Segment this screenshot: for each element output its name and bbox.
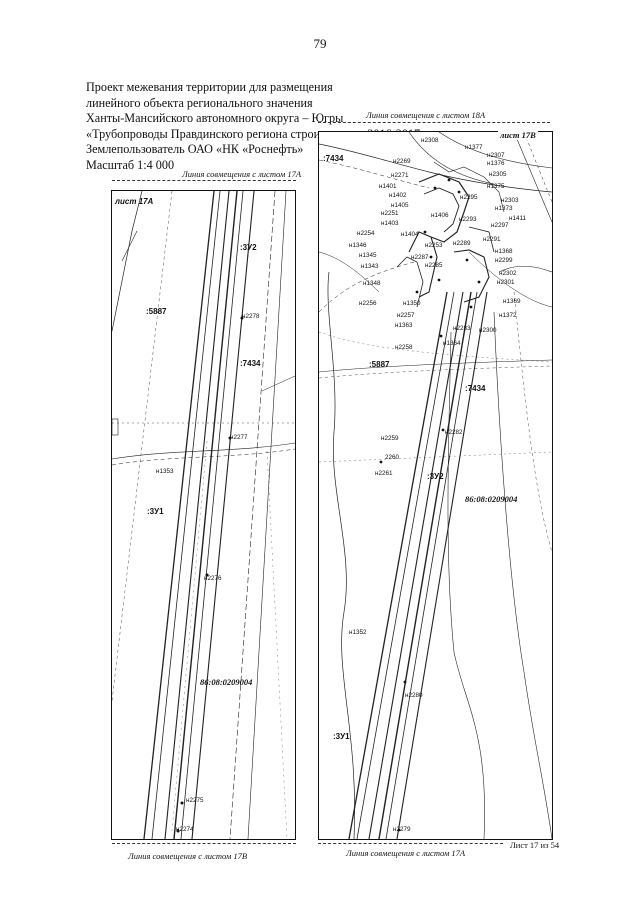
point-label: н1406 (431, 212, 449, 219)
cadastral-block-label: 86:08:0209004 (465, 494, 518, 504)
parcel-label: :3У2 (240, 243, 257, 252)
match-line-top-right (318, 122, 550, 123)
point-label: н2258 (395, 344, 413, 351)
point-label: н1401 (379, 183, 397, 190)
point-label: н2302 (499, 270, 517, 277)
point-label: н2283 (453, 325, 471, 332)
point-label: н2295 (460, 194, 478, 201)
point-label: н2300 (479, 327, 497, 334)
match-line-top-left (112, 180, 296, 181)
sheet-count: Лист 17 из 54 (510, 840, 560, 850)
point-label: н2274 (176, 826, 194, 833)
map-drawing-left (112, 191, 295, 839)
point-label: н1350 (403, 300, 421, 307)
point-label: н1375 (487, 183, 505, 190)
point-label: н2276 (204, 575, 222, 582)
point-label: н2287 (411, 254, 429, 261)
point-label: н2257 (397, 312, 415, 319)
point-label: н2282 (445, 429, 463, 436)
point-label: н1353 (156, 468, 174, 475)
point-label: н2293 (459, 216, 477, 223)
point-label: н1343 (361, 263, 379, 270)
point-label: н2289 (453, 240, 471, 247)
parcel-label: :3У1 (147, 507, 164, 516)
point-label: н2259 (381, 435, 399, 442)
point-label: н1377 (465, 144, 483, 151)
parcel-label: :3У2 (427, 472, 444, 481)
point-label: н1402 (389, 192, 407, 199)
map-drawing-right (319, 132, 552, 839)
point-label: 2260 (385, 454, 400, 461)
point-label: н1411 (509, 215, 527, 222)
point-label: н1346 (349, 242, 367, 249)
match-line-bottom-right (318, 843, 503, 844)
point-label: н1376 (487, 160, 505, 167)
map-sheet-17a: лист 17А :3У2 н2278 :5887 :7434 н2277 н1… (111, 190, 296, 840)
point-label: н1372 (499, 312, 517, 319)
parcel-label: :5887 (369, 360, 390, 369)
header-line: Проект межевания территории для размещен… (86, 80, 333, 94)
header-line: Ханты-Мансийского автономного округа – Ю… (86, 111, 344, 126)
point-label: н2305 (489, 171, 507, 178)
sheet-label: лист 17А (115, 197, 154, 206)
match-line-caption-bottom-left: Линия совмещения с листом 17В (128, 851, 248, 861)
point-label: н2275 (186, 797, 204, 804)
point-label: н1369 (503, 298, 521, 305)
point-label: н2291 (483, 236, 501, 243)
point-label: н2253 (425, 242, 443, 249)
point-label: н1345 (359, 252, 377, 259)
point-label: н2301 (497, 279, 515, 286)
point-label: н2277 (230, 434, 248, 441)
page-number: 79 (313, 36, 327, 51)
point-label: н2299 (495, 257, 513, 264)
point-label: н2307 (487, 152, 505, 159)
point-label: н2261 (375, 470, 393, 477)
point-label: н2285 (425, 262, 443, 269)
map-sheet-17b: :7434 н2308 н1377 н2307 н2269 н1376 н227… (318, 131, 553, 840)
header-line: линейного объекта регионального значения (86, 95, 313, 110)
point-label: н2279 (393, 826, 411, 833)
point-label: н2280 (405, 692, 423, 699)
point-label: н2308 (421, 137, 439, 144)
scale-label: Масштаб 1:4 000 (86, 157, 175, 172)
parcel-label: :7434 (240, 359, 261, 368)
point-label: н2297 (491, 222, 509, 229)
point-label: н1352 (349, 629, 367, 636)
match-line-bottom-left (112, 843, 296, 844)
point-label: н1368 (495, 248, 513, 255)
match-line-caption-top-left: Линия совмещения с листом 17А (182, 169, 302, 179)
point-label: н2278 (242, 313, 260, 320)
point-label: н2271 (391, 172, 409, 179)
parcel-label: :7434 (323, 154, 344, 163)
point-label: н1348 (363, 280, 381, 287)
sheet-label: лист 17В (498, 130, 538, 140)
point-label: н1403 (381, 220, 399, 227)
point-label: н2303 (501, 197, 519, 204)
match-line-caption-top-right: Линия совмещения с листом 18А (366, 110, 486, 120)
point-label: н1405 (391, 202, 409, 209)
point-label: н1364 (443, 340, 461, 347)
header-line: Землепользователь ОАО «НК «Роснефть» (86, 142, 304, 157)
point-label: н1373 (495, 205, 513, 212)
point-label: н2254 (357, 230, 375, 237)
point-label: н2269 (393, 158, 411, 165)
point-label: н1404 (401, 231, 419, 238)
parcel-label: :3У1 (333, 732, 350, 741)
parcel-label: :7434 (465, 384, 486, 393)
point-label: н2256 (359, 300, 377, 307)
cadastral-block-label: 86:08:0209004 (200, 677, 253, 687)
parcel-label: :5887 (146, 307, 167, 316)
point-label: н2251 (381, 210, 399, 217)
match-line-caption-bottom-right: Линия совмещения с листом 17А (346, 848, 466, 858)
point-label: н1363 (395, 322, 413, 329)
